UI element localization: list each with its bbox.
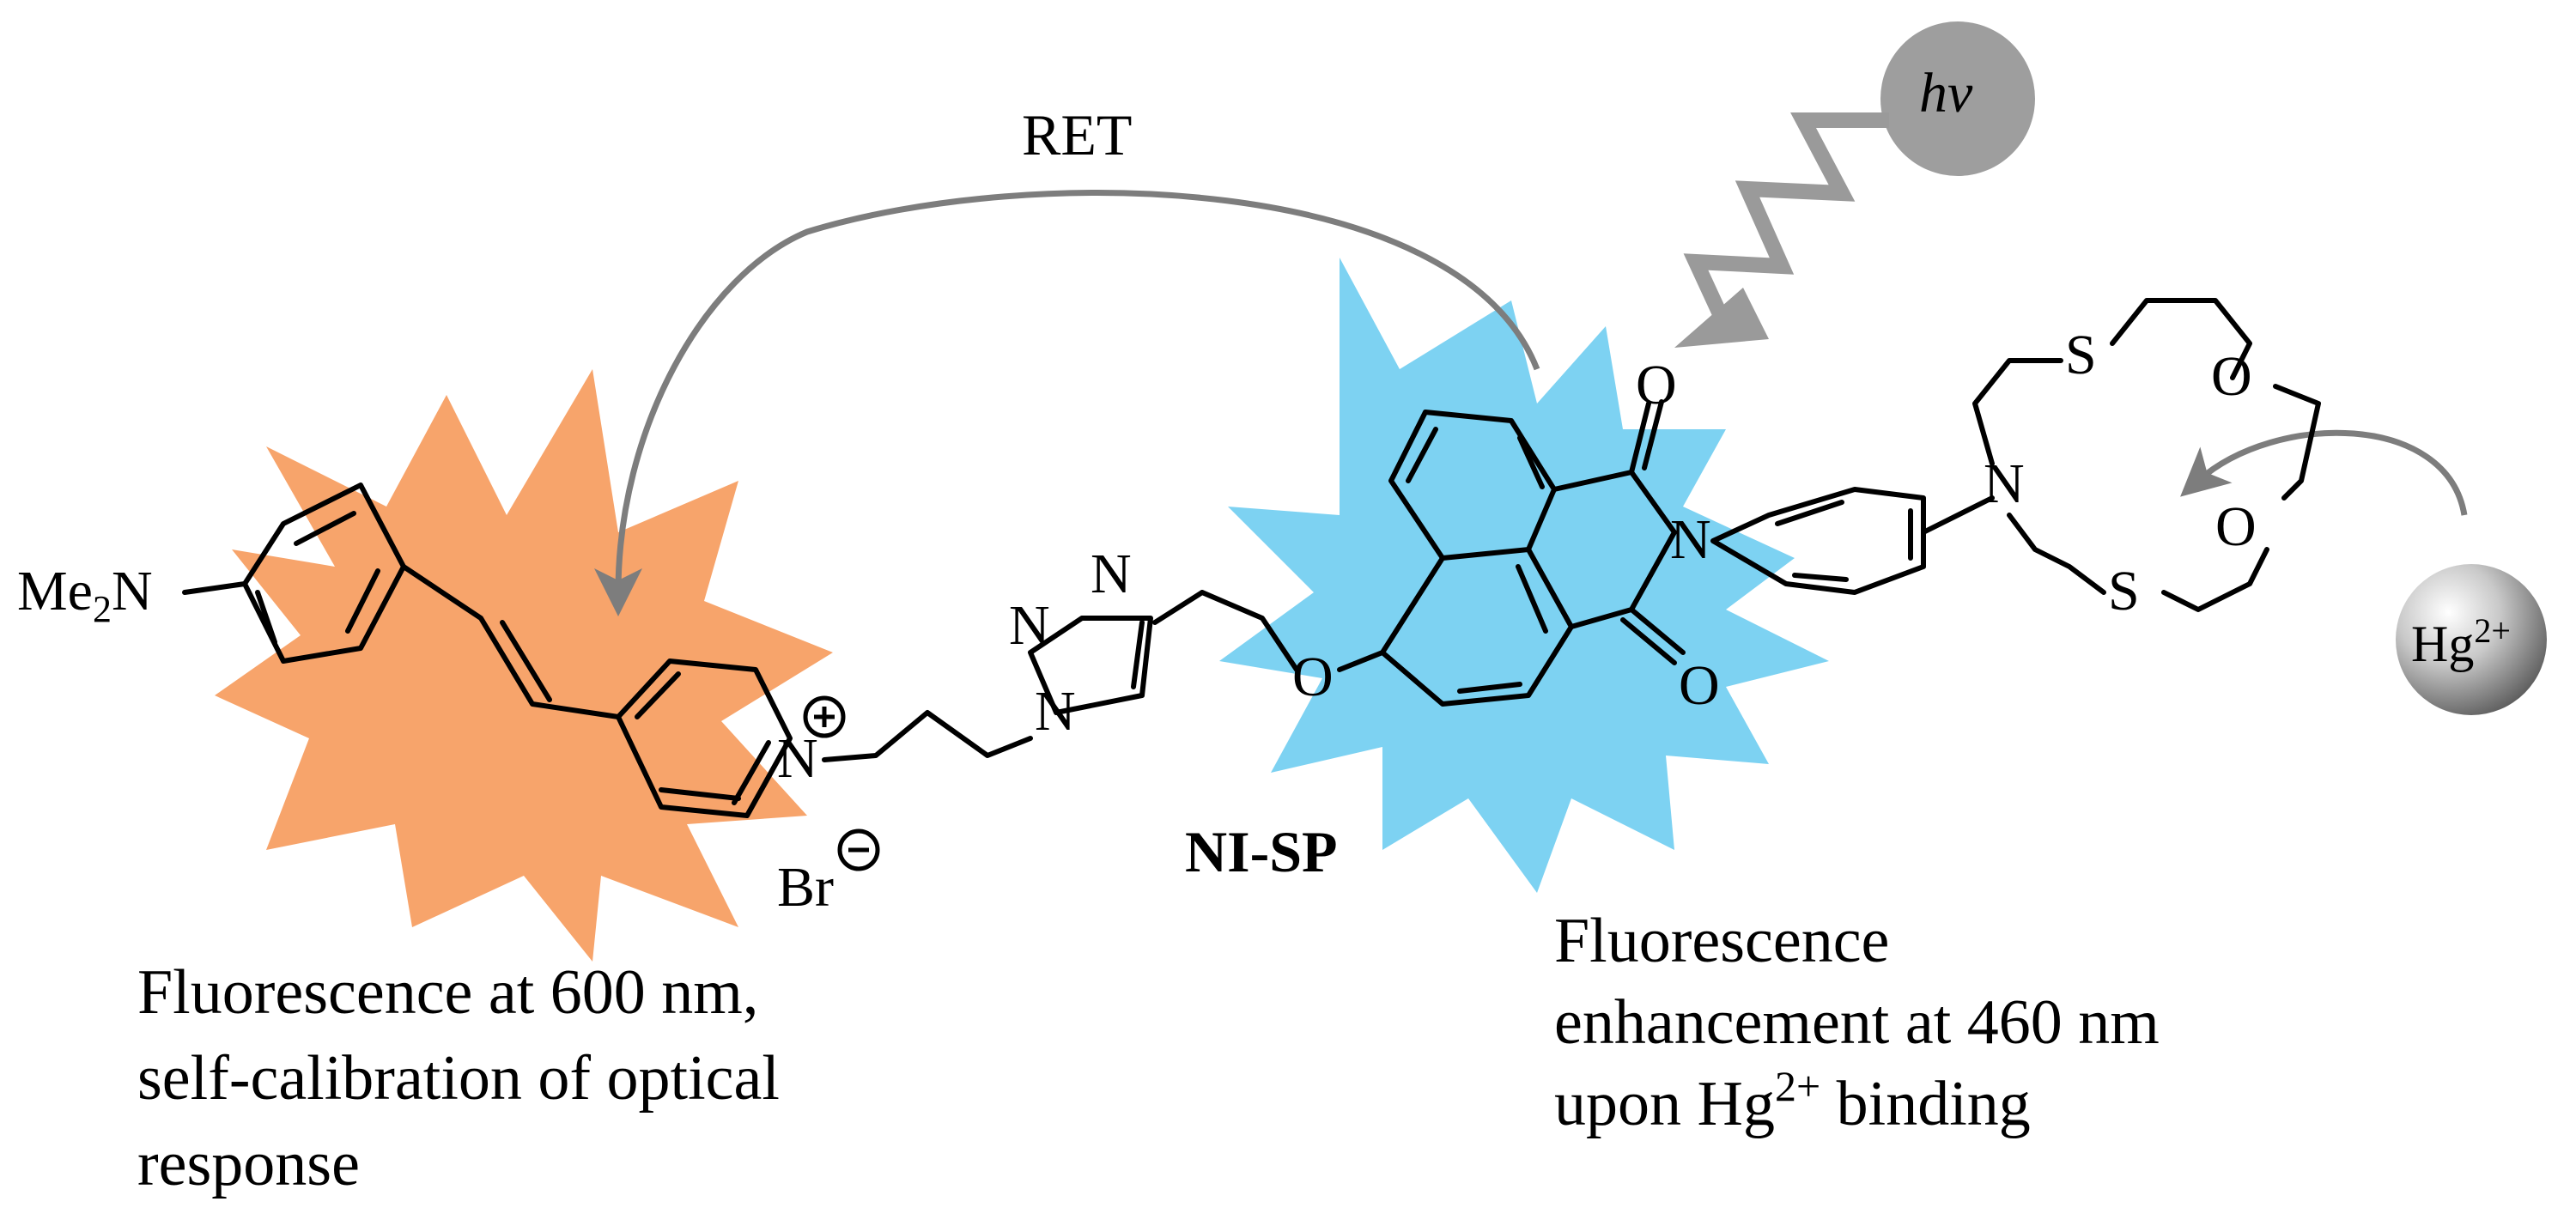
hg-ion-label: Hg2+ — [2411, 611, 2511, 673]
atom-ether-o: O — [1292, 646, 1334, 708]
hg-ion-sphere — [2396, 564, 2547, 715]
orange-emission-burst — [215, 369, 833, 962]
atom-crown-o-bottom: O — [2215, 495, 2257, 558]
atom-crown-s-top: S — [2065, 324, 2097, 386]
atom-imide-o-top: O — [1636, 354, 1677, 416]
light-arrowhead — [1674, 288, 1769, 348]
light-wave-arrow — [1683, 112, 1889, 340]
hg-binding-arrow — [2180, 429, 2468, 516]
positive-charge-icon — [803, 695, 846, 738]
atom-imide-n: N — [1670, 508, 1711, 571]
positive-charge-plus — [814, 707, 835, 727]
dimethylamino-label: Me2N — [17, 560, 153, 630]
light-source-label: hν — [1919, 62, 1973, 124]
caption-left-line-3: response — [137, 1129, 360, 1199]
light-source-circle — [1880, 21, 2035, 176]
atom-crown-o-top: O — [2211, 345, 2252, 408]
molecule-bonds — [182, 298, 2321, 818]
negative-charge-icon — [837, 828, 880, 871]
ret-arrow — [594, 190, 1540, 616]
compound-name: NI-SP — [1185, 819, 1338, 884]
caption-left-line-2: self-calibration of optical — [137, 1043, 780, 1114]
atom-imide-o-bottom: O — [1679, 654, 1720, 717]
ret-label: RET — [1022, 102, 1132, 167]
atom-triazole-n-mid: N — [1009, 594, 1050, 657]
caption-right-line-1: Fluorescence — [1554, 906, 1889, 976]
caption-right-line-3: upon Hg2+ binding — [1554, 1062, 2031, 1139]
caption-left-line-1: Fluorescence at 600 nm, — [137, 957, 758, 1028]
atom-triazole-n1: N — [1035, 680, 1076, 743]
atom-pyridinium-n: N — [777, 727, 818, 790]
atom-triazole-n-top: N — [1091, 543, 1132, 605]
bromide-label: Br — [777, 856, 834, 919]
atom-crown-s-bottom: S — [2108, 560, 2140, 622]
caption-right-line-2: enhancement at 460 nm — [1554, 987, 2160, 1058]
atom-crown-n: N — [1984, 452, 2025, 515]
